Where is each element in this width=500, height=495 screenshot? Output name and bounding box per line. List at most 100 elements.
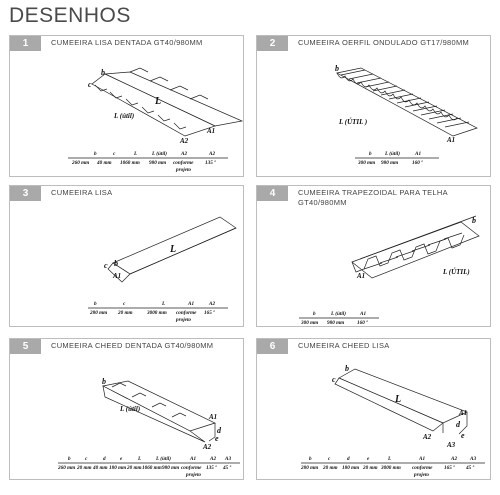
panel-title: CUMEEIRA OERFIL ONDULADO GT17/980MM xyxy=(298,38,470,47)
label-L: L xyxy=(169,244,176,255)
dim-head-1: b xyxy=(313,311,316,317)
dim-value-1: 260 mm xyxy=(57,465,75,471)
dim-head-3: L xyxy=(161,301,165,307)
dim-note: projeto xyxy=(175,167,191,173)
dim-head-5: L xyxy=(137,456,141,462)
dim-note: projeto xyxy=(413,472,429,478)
panel-title: CUMEEIRA LISA xyxy=(51,188,113,197)
label-L-util: L (útil) xyxy=(119,405,140,413)
dim-head-6: L (útil) xyxy=(155,455,171,462)
dim-head-9: A3 xyxy=(224,456,231,462)
page-title: DESENHOS xyxy=(9,4,131,27)
dim-value-2: 20 mm xyxy=(322,465,338,471)
label-c: c xyxy=(104,261,108,270)
dim-head-5: A2 xyxy=(208,301,215,307)
label-b: b xyxy=(114,259,118,268)
panel-number: 2 xyxy=(257,36,288,51)
drawing-panel-2: 2 CUMEEIRA OERFIL ONDULADO GT17/980MM b … xyxy=(256,35,491,177)
dim-head-1: b xyxy=(369,151,372,157)
label-L-util: L (útil) xyxy=(113,112,134,120)
dim-head-7: A2 xyxy=(450,456,457,462)
dim-value-3: 1060 mm xyxy=(120,160,140,166)
panel-number: 4 xyxy=(257,186,288,201)
dim-value-4: 20 mm xyxy=(362,465,378,471)
dim-head-6: A2 xyxy=(208,151,215,157)
dim-head-2: c xyxy=(328,456,331,462)
dim-value-6: conforme xyxy=(412,465,433,471)
dim-head-4: e xyxy=(120,456,123,462)
ridge-drawing: b L (útil) A1 d e A2 b c d e L L (útil) … xyxy=(57,377,240,478)
dim-head-6: A1 xyxy=(418,456,425,462)
label-A1: A1 xyxy=(446,136,455,144)
label-A2: A2 xyxy=(202,443,212,451)
dim-value-1: 300 mm xyxy=(300,320,318,326)
dim-head-2: c xyxy=(123,301,126,307)
label-b: b xyxy=(101,68,105,77)
panel-title: CUMEEIRA CHEED LISA xyxy=(298,341,390,350)
dim-note: projeto xyxy=(175,317,191,323)
dim-value-3: 180 mm xyxy=(342,465,359,471)
dim-head-3: d xyxy=(347,456,350,462)
ridge-drawing: b L (ÚTIL) A1 b L (útil) A1 300 mm 980 m… xyxy=(299,215,480,326)
label-b: b xyxy=(345,364,349,373)
dim-value-2: 980 mm xyxy=(381,160,398,166)
drawing-panel-3: 3 CUMEEIRA LISA c b L A1 b c L A1 A2 280… xyxy=(9,185,244,327)
panel-number: 5 xyxy=(10,339,41,354)
dim-head-1: b xyxy=(309,456,312,462)
label-L: L xyxy=(394,394,401,405)
label-d: d xyxy=(217,426,222,435)
dim-value-2: 20 mm xyxy=(117,310,133,316)
label-L-util: L (ÚTIL) xyxy=(442,268,470,276)
dim-value-3: 40 mm xyxy=(92,465,108,471)
label-b: b xyxy=(472,216,476,225)
dim-head-3: L xyxy=(133,151,137,157)
panel-number: 6 xyxy=(257,339,288,354)
dim-value-1: 300 mm xyxy=(357,160,375,166)
dim-value-8: 45 º xyxy=(465,465,474,471)
dim-value-2: 40 mm xyxy=(96,160,112,166)
panel-number: 3 xyxy=(10,186,41,201)
label-L: L xyxy=(154,96,161,107)
dim-value-5: 3000 mm xyxy=(380,465,401,471)
dim-head-2: c xyxy=(113,151,116,157)
label-A2: A2 xyxy=(422,433,432,441)
label-A1: A1 xyxy=(458,409,467,417)
dim-head-1: b xyxy=(68,456,71,462)
label-A1: A1 xyxy=(206,127,215,135)
dim-head-4: e xyxy=(367,456,370,462)
dim-value-6: 1060 mm xyxy=(142,465,162,471)
dim-head-1: b xyxy=(94,151,97,157)
dim-value-1: 260 mm xyxy=(71,160,89,166)
dim-head-2: L (útil) xyxy=(330,310,346,317)
dim-value-6: 135 º xyxy=(205,160,216,166)
dim-head-1: b xyxy=(94,301,97,307)
label-A1: A1 xyxy=(356,272,365,280)
dim-value-5: 165 º xyxy=(204,310,215,316)
dim-note: projeto xyxy=(185,472,201,478)
label-c: c xyxy=(332,375,336,384)
label-A3: A3 xyxy=(446,441,456,449)
dim-value-4: 980 mm xyxy=(149,160,166,166)
dim-value-1: 280 mm xyxy=(89,310,107,316)
ridge-drawing: b L (ÚTIL ) A1 b L (útil) A1 300 mm 980 … xyxy=(335,64,478,166)
dim-value-9: 135 º xyxy=(206,465,217,471)
dim-value-8: conforme xyxy=(181,465,202,471)
dim-head-5: A2 xyxy=(180,151,187,157)
panel-title-line-1: CUMEEIRA TRAPEZOIDAL PARA TELHA xyxy=(298,188,448,197)
label-d: d xyxy=(456,420,461,429)
panel-title: CUMEEIRA CHEED DENTADA GT40/980MM xyxy=(51,341,214,350)
label-A2: A2 xyxy=(179,137,189,145)
label-A1: A1 xyxy=(208,413,217,421)
dim-value-4: 180 mm xyxy=(109,465,126,471)
dim-head-7: A1 xyxy=(189,456,196,462)
dim-value-7: 980 mm xyxy=(162,465,179,471)
ridge-drawing: c b L A1 b c L A1 A2 280 mm 20 mm 3000 m… xyxy=(88,216,237,323)
dim-value-3: 3000 mm xyxy=(146,310,167,316)
dim-head-8: A2 xyxy=(209,456,216,462)
ridge-drawing: b c L L (útil) A1 A2 b c L L (útil) A2 A… xyxy=(68,67,244,173)
dim-value-2: 980 mm xyxy=(327,320,344,326)
panel-number: 1 xyxy=(10,36,41,51)
dim-value-2: 20 mm xyxy=(76,465,92,471)
drawing-panel-4: 4 CUMEEIRA TRAPEZOIDAL PARA TELHA GT40/9… xyxy=(256,185,491,327)
panel-title-line-2: GT40/980MM xyxy=(298,198,347,207)
